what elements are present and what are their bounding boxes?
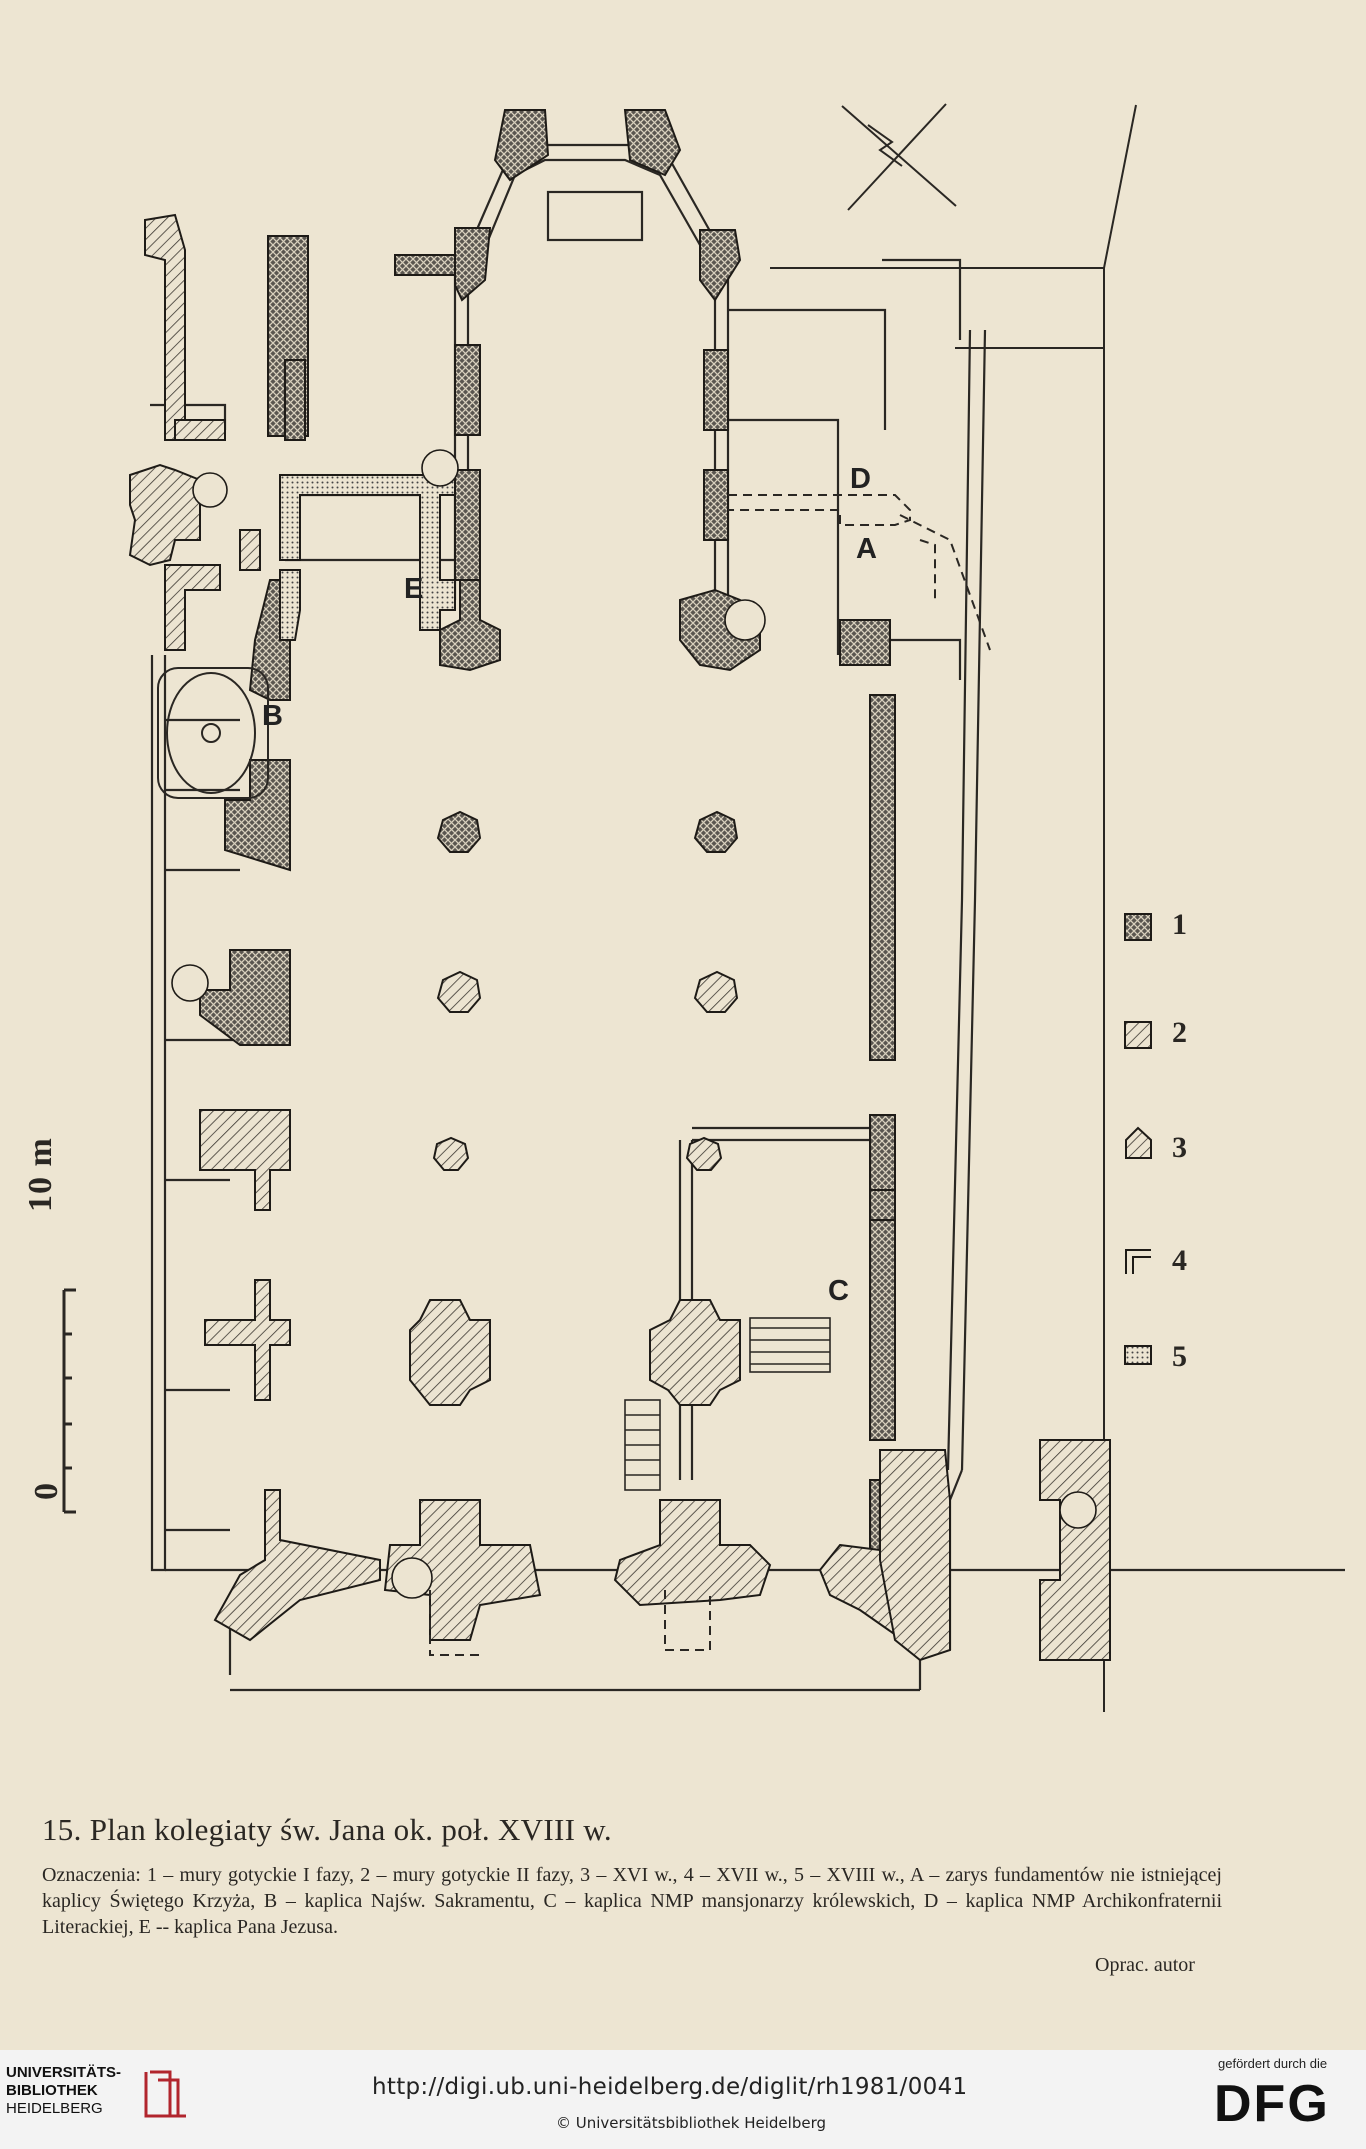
- plot-boundary: [770, 104, 1137, 1712]
- foundation-outlines: [429, 494, 991, 1656]
- walls-phase-1: [199, 109, 896, 1551]
- walls-phase-2: [199, 970, 1111, 1662]
- legend-5: 5: [1172, 1340, 1187, 1373]
- label-chapel-e: E: [404, 573, 424, 605]
- legend-4: 4: [1172, 1244, 1187, 1277]
- church-floor-plan: [62, 103, 1345, 1712]
- label-chapel-c: C: [828, 1275, 849, 1307]
- walls-phase-3: [128, 213, 261, 651]
- permalink-url[interactable]: http://digi.ub.uni-heidelberg.de/diglit/…: [372, 2074, 968, 2100]
- font-oval: [157, 667, 269, 799]
- institution-line-2: BIBLIOTHEK: [6, 2082, 98, 2099]
- legend-2: 2: [1172, 1016, 1187, 1049]
- legend-swatches: [1124, 913, 1152, 1365]
- chancel-stairs: [624, 1317, 831, 1491]
- library-emblem-icon: [144, 2070, 186, 2118]
- figure-caption-body: Oznaczenia: 1 – mury gotyckie I fazy, 2 …: [42, 1864, 1222, 1938]
- legend-3: 3: [1172, 1131, 1187, 1164]
- label-chapel-d: D: [850, 463, 871, 495]
- scale-label: 10 m: [22, 1137, 59, 1212]
- university-library-logo[interactable]: UNIVERSITÄTS- BIBLIOTHEK HEIDELBERG: [6, 2064, 121, 2118]
- north-arrow: [841, 103, 957, 211]
- digitization-footer: UNIVERSITÄTS- BIBLIOTHEK HEIDELBERG http…: [0, 2050, 1366, 2149]
- copyright-notice: © Universitätsbibliothek Heidelberg: [556, 2114, 827, 2132]
- scale-zero: 0: [28, 1483, 65, 1500]
- funder-label: gefördert durch die: [1218, 2056, 1328, 2071]
- figure-credit: Oprac. autor: [1095, 1954, 1195, 1976]
- institution-line-3: HEIDELBERG: [6, 2100, 103, 2117]
- figure-caption-title: 15. Plan kolegiaty św. Jana ok. poł. XVI…: [42, 1812, 612, 1847]
- label-chapel-a: A: [856, 533, 877, 565]
- legend-1: 1: [1172, 908, 1187, 941]
- scale-bar: [62, 1288, 76, 1514]
- label-chapel-b: B: [262, 700, 283, 732]
- walls-phase-5: [279, 474, 456, 641]
- apse: [466, 143, 716, 256]
- spiral-stairs: [171, 449, 1097, 1599]
- scanned-page: D A B C E 1 2 3 4 5 10 m 0 15. Plan kole…: [22, 103, 1345, 1976]
- institution-line-1: UNIVERSITÄTS-: [6, 2064, 122, 2081]
- dfg-logo[interactable]: DFG: [1214, 2075, 1330, 2133]
- outer-walls: [150, 258, 1345, 1692]
